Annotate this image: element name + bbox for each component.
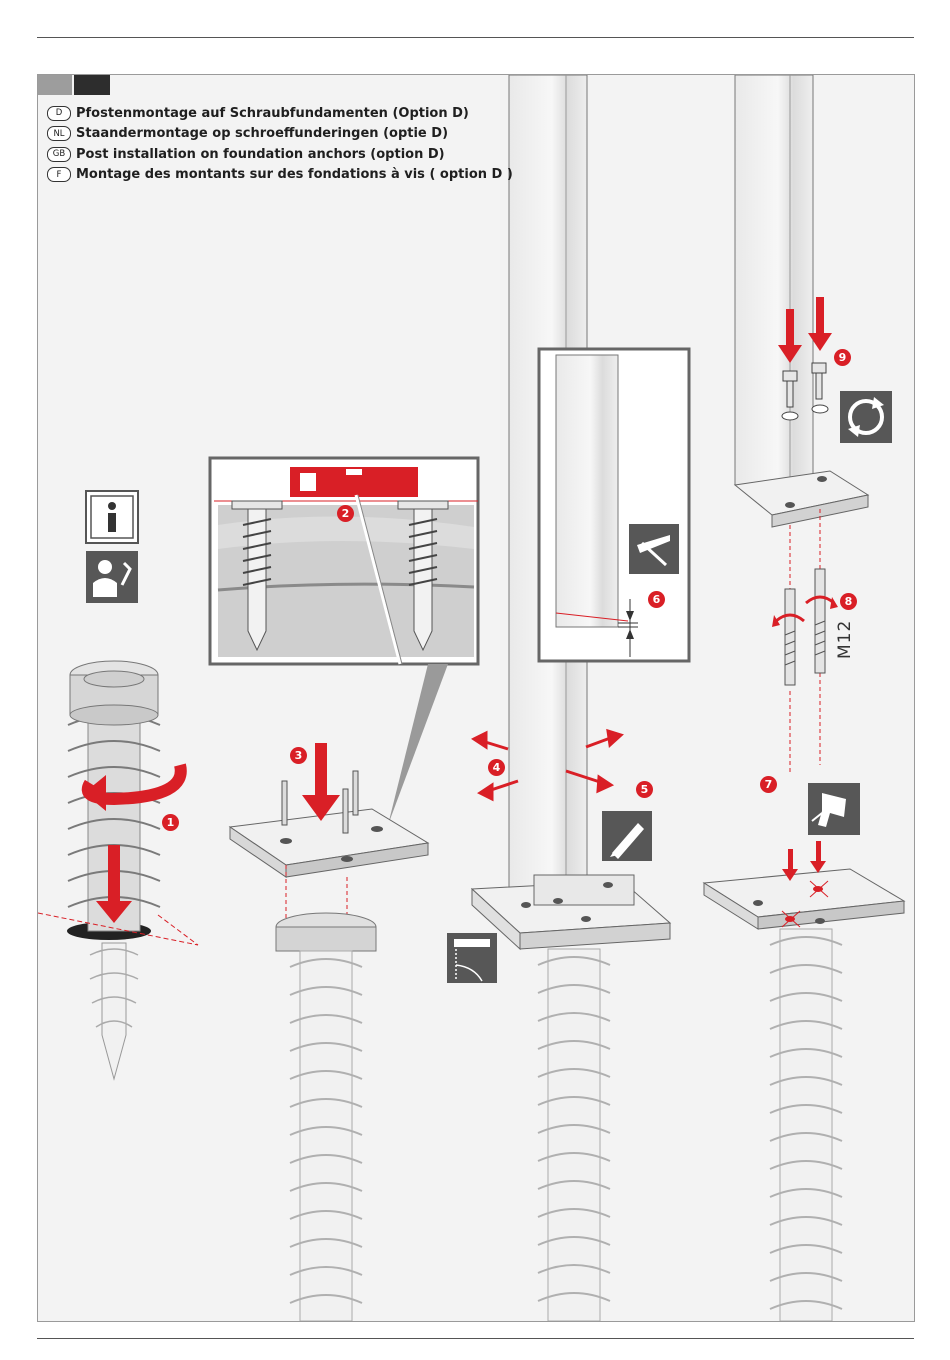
lang-badge-gb: GB — [47, 147, 71, 162]
step-badge-5: 5 — [636, 781, 653, 798]
legend-text-de: Pfostenmontage auf Schraubfundamenten (O… — [76, 106, 469, 121]
step-badge-4: 4 — [488, 759, 505, 776]
legend-row-de: D Pfostenmontage auf Schraubfundamenten … — [47, 103, 513, 124]
drill-icon — [808, 783, 860, 835]
top-rule — [37, 37, 914, 38]
legend-row-gb: GB Post installation on foundation ancho… — [47, 144, 513, 165]
foundation-anchor-step1 — [38, 661, 198, 1079]
thread-size-label: M12 — [835, 620, 855, 659]
saw-icon — [629, 524, 679, 574]
lang-badge-de: D — [47, 106, 71, 121]
step-badge-1: 1 — [162, 814, 179, 831]
instruction-panel: D Pfostenmontage auf Schraubfundamenten … — [37, 74, 915, 1322]
step-badge-3: 3 — [290, 747, 307, 764]
step-badge-8: 8 — [840, 593, 857, 610]
legend-text-nl: Staandermontage op schroeffunderingen (o… — [76, 126, 448, 141]
mechanic-icon — [86, 551, 138, 603]
spirit-level-icon — [447, 933, 497, 983]
language-legend: D Pfostenmontage auf Schraubfundamenten … — [47, 103, 513, 185]
bottom-rule — [37, 1338, 914, 1339]
info-icon — [86, 491, 138, 543]
legend-text-gb: Post installation on foundation anchors … — [76, 147, 445, 162]
step-badge-9: 9 — [834, 349, 851, 366]
step-badge-6: 6 — [648, 591, 665, 608]
step-badge-2: 2 — [337, 505, 354, 522]
post-bolt-assembly — [704, 75, 904, 1321]
lang-badge-nl: NL — [47, 126, 71, 141]
legend-row-fr: F Montage des montants sur des fondation… — [47, 165, 513, 186]
legend-row-nl: NL Staandermontage op schroeffunderingen… — [47, 124, 513, 145]
legend-text-fr: Montage des montants sur des fondations … — [76, 167, 513, 182]
base-plate-step3 — [230, 743, 428, 1321]
rotate-icon — [840, 391, 892, 443]
post-assembly — [472, 75, 689, 1321]
step-badge-7: 7 — [760, 776, 777, 793]
assembly-illustration — [38, 75, 914, 1321]
lang-badge-fr: F — [47, 167, 71, 182]
pencil-icon — [602, 811, 652, 861]
